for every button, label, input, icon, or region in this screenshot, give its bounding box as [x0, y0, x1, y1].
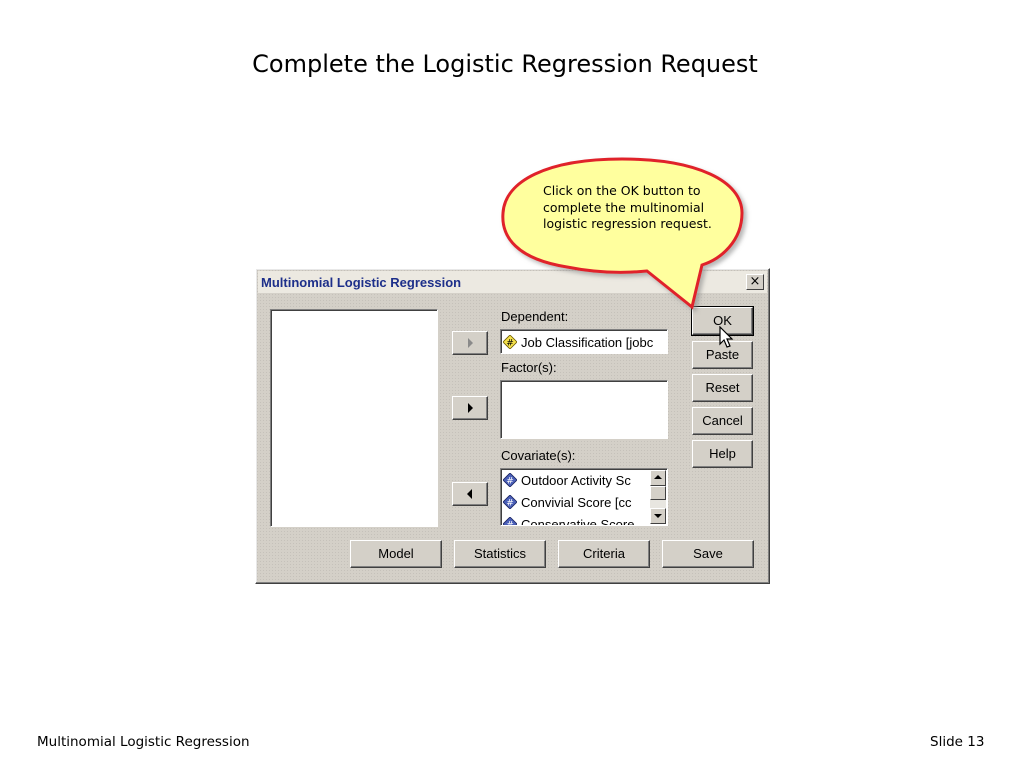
slide-number: Slide 13: [930, 734, 985, 750]
cancel-button[interactable]: Cancel: [692, 407, 753, 435]
svg-text:#: #: [506, 521, 514, 527]
mouse-pointer-icon: [719, 326, 734, 348]
slide-title: Complete the Logistic Regression Request: [252, 50, 758, 78]
svg-text:#: #: [506, 477, 514, 487]
covariates-scrollbar[interactable]: [650, 470, 666, 524]
source-variable-list[interactable]: [270, 309, 438, 527]
save-button[interactable]: Save: [662, 540, 754, 568]
dependent-label: Dependent:: [501, 309, 569, 324]
move-to-dependent-button[interactable]: [452, 331, 488, 355]
scroll-thumb[interactable]: [650, 486, 666, 500]
right-arrow-icon: [468, 403, 473, 413]
right-arrow-icon: [468, 338, 473, 348]
dialog-title: Multinomial Logistic Regression: [261, 275, 462, 290]
model-button[interactable]: Model: [350, 540, 442, 568]
dependent-field[interactable]: # Job Classification [jobc: [500, 329, 668, 354]
multinomial-logistic-regression-dialog: Multinomial Logistic Regression × Depend…: [255, 268, 770, 584]
numeric-variable-diamond-icon: #: [503, 473, 517, 487]
dependent-variable-item[interactable]: # Job Classification [jobc: [503, 332, 653, 352]
numeric-variable-diamond-icon: #: [503, 335, 517, 349]
close-button[interactable]: ×: [746, 274, 764, 290]
callout-text: Click on the OK button to complete the m…: [543, 183, 712, 231]
move-to-factors-button[interactable]: [452, 396, 488, 420]
covariates-label: Covariate(s):: [501, 448, 576, 463]
list-item[interactable]: # Outdoor Activity Sc: [503, 470, 649, 490]
criteria-button[interactable]: Criteria: [558, 540, 650, 568]
instruction-callout: [501, 157, 744, 310]
help-button[interactable]: Help: [692, 440, 753, 468]
covariate-label: Convivial Score [cc: [521, 494, 632, 510]
svg-text:#: #: [506, 339, 514, 349]
covariate-label: Outdoor Activity Sc: [521, 472, 631, 488]
close-icon: ×: [749, 274, 761, 289]
dialog-titlebar[interactable]: Multinomial Logistic Regression ×: [258, 271, 767, 293]
covariate-label: Conservative Score: [521, 516, 635, 526]
factors-label: Factor(s):: [501, 360, 557, 375]
move-from-covariates-button[interactable]: [452, 482, 488, 506]
factors-list[interactable]: [500, 380, 668, 439]
numeric-variable-diamond-icon: #: [503, 517, 517, 527]
reset-button[interactable]: Reset: [692, 374, 753, 402]
left-arrow-icon: [467, 489, 472, 499]
scroll-up-button[interactable]: [650, 470, 666, 486]
list-item[interactable]: # Conservative Score: [503, 514, 649, 527]
list-item[interactable]: # Convivial Score [cc: [503, 492, 649, 512]
dependent-variable-label: Job Classification [jobc: [521, 334, 654, 350]
svg-text:#: #: [506, 499, 514, 509]
covariates-list[interactable]: # Outdoor Activity Sc # Convivial Score …: [500, 468, 668, 526]
scroll-down-button[interactable]: [650, 508, 666, 524]
footer-presentation-title: Multinomial Logistic Regression: [37, 734, 250, 750]
callout-balloon: [501, 157, 744, 310]
numeric-variable-diamond-icon: #: [503, 495, 517, 509]
statistics-button[interactable]: Statistics: [454, 540, 546, 568]
